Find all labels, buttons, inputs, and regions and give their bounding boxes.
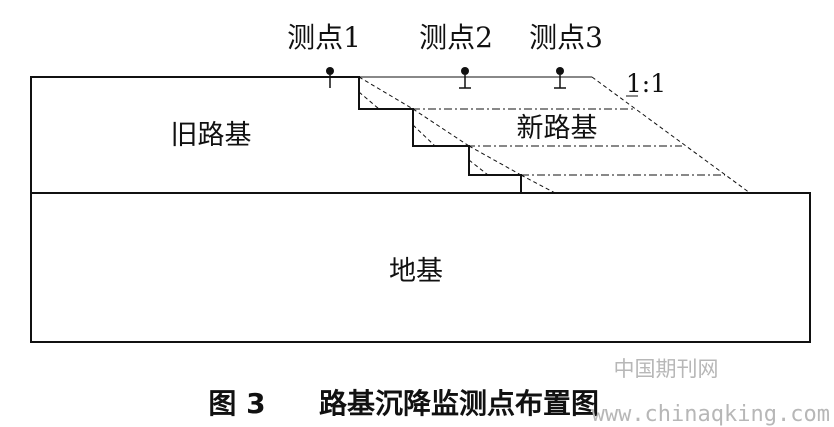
marker-point-3 — [554, 67, 566, 89]
point-2-label: 测点2 — [419, 21, 493, 54]
diagonal-6 — [412, 124, 436, 147]
diagonal-3 — [468, 145, 522, 176]
point-1-label: 测点1 — [287, 21, 361, 54]
figure-title: 路基沉降监测点布置图 — [319, 387, 599, 420]
foundation-block — [30, 192, 811, 343]
old-roadbed-outline — [30, 76, 522, 193]
diagonal-1 — [358, 76, 414, 110]
diagonal-4 — [520, 174, 556, 194]
old-roadbed-label: 旧路基 — [171, 120, 252, 151]
diagonal-7 — [468, 159, 489, 176]
slope-ratio-label: 1:1 — [626, 69, 666, 98]
diagonal-5 — [358, 91, 380, 110]
watermark-site-name: 中国期刊网 — [614, 357, 719, 381]
foundation-label: 地基 — [389, 256, 443, 287]
side-slope-line — [591, 76, 751, 194]
figure-number: 图 3 — [208, 387, 265, 420]
marker-point-2 — [459, 67, 471, 89]
marker-point-1 — [326, 67, 334, 88]
new-roadbed-label: 新路基 — [517, 113, 598, 144]
point-3-label: 测点3 — [529, 21, 603, 54]
watermark-url: www.chinaqking.com — [592, 402, 830, 427]
diagonal-2 — [412, 108, 470, 147]
